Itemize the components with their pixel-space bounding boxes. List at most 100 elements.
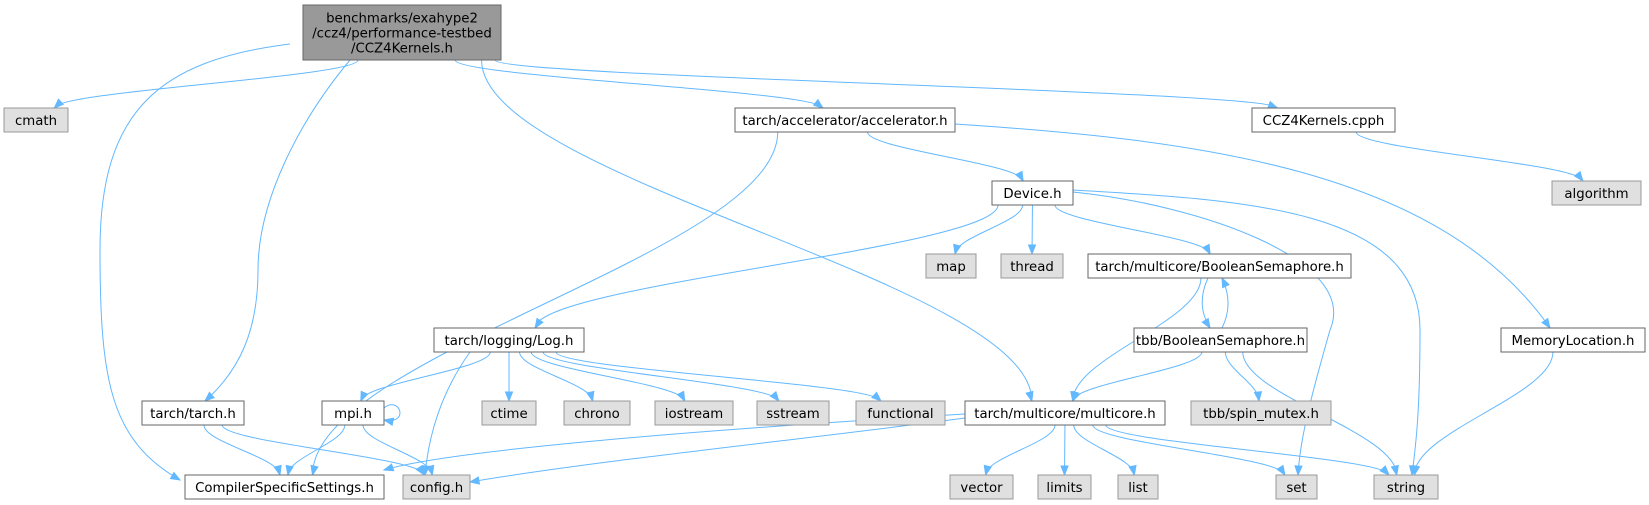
node-accelerator[interactable]: tarch/accelerator/accelerator.h [734,107,956,133]
node-label: tarch/multicore/BooleanSemaphore.h [1095,260,1344,275]
node-config: config.h [402,474,471,500]
edge-root-to-cmath [53,59,359,109]
node-label: map [936,260,966,275]
node-label: mpi.h [334,407,372,422]
node-chrono: chrono [563,400,631,426]
node-box [433,327,585,353]
node-box [481,400,537,426]
node-string: string [1373,474,1439,500]
edge-root-to-multicore [481,59,1034,403]
node-tarch[interactable]: tarch/tarch.h [141,400,245,426]
edge-line [221,424,425,476]
node-algorithm: algorithm [1551,180,1642,206]
node-list: list [1117,474,1159,500]
node-sstream: sstream [756,400,830,426]
node-label: cmath [15,114,57,129]
edge-arrowhead [426,464,435,477]
edge-memloc-to-string [1411,351,1554,477]
node-spinmutex: tbb/spin_mutex.h [1190,400,1332,426]
edge-line [424,351,471,476]
node-box [1551,180,1642,206]
edge-line [1224,351,1260,402]
edge-accelerator-to-device [867,131,1024,183]
edge-line [494,59,1278,109]
edge-arrowhead [1201,243,1211,256]
edge-device-to-map [953,204,1024,256]
edge-tbbbool-to-spinmutex [1224,351,1263,403]
node-box [1133,327,1308,353]
node-compiler[interactable]: CompilerSpecificSettings.h [184,474,385,500]
edge-line [481,59,1033,402]
node-label: benchmarks/exahype2 [326,12,478,27]
edge-line [1413,351,1554,476]
node-box [1000,253,1064,279]
node-box [563,400,631,426]
edge-arrowhead [871,391,882,402]
node-cpph[interactable]: CCZ4Kernels.cpph [1251,107,1396,133]
edge-arrowhead [1276,464,1286,477]
edge-line [204,59,351,402]
node-label: CompilerSpecificSettings.h [195,481,374,496]
node-box [964,400,1166,426]
edge-arrowhead [1411,464,1421,477]
node-tbbbool[interactable]: tbb/BooleanSemaphore.h [1133,327,1308,353]
edge-line [985,424,1056,476]
edge-arrowhead [769,390,780,403]
edge-line [542,351,780,402]
node-box [1087,253,1352,279]
edge-line [954,204,1024,255]
edge-arrowhead [676,390,686,403]
edge-line [1072,351,1203,402]
node-set: set [1275,474,1318,500]
edge-arrowhead [415,464,426,477]
edge-log-to-mpi [360,351,491,403]
edge-arrowhead [1221,276,1230,289]
node-box [1117,474,1159,500]
edge-arrowhead [1027,244,1037,256]
edges-layer [53,43,1584,485]
node-device[interactable]: Device.h [991,180,1074,206]
node-label: ctime [490,407,527,422]
node-log[interactable]: tarch/logging/Log.h [433,327,585,353]
node-box [1373,474,1439,500]
edge-line [99,43,291,481]
edge-line [53,59,359,109]
edge-line [1072,189,1421,476]
node-label: sstream [766,407,820,422]
edge-log-to-sstream [542,351,780,403]
edge-arrowhead [1253,391,1263,403]
edge-arrowhead [382,463,395,472]
edge-tarch-to-config [221,424,426,477]
edge-mpi-to-mpi [382,404,401,426]
edge-tbbbool-to-boolsem [1221,276,1230,329]
node-box [184,474,385,500]
node-boolsem[interactable]: tarch/multicore/BooleanSemaphore.h [1087,253,1352,279]
edge-multicore-to-limits [1060,424,1069,477]
edge-line [1092,424,1286,476]
node-label: string [1387,481,1425,496]
node-label: thread [1010,260,1054,275]
node-box [734,107,956,133]
edge-arrowhead [1573,170,1584,183]
edge-root-to-cpph [494,59,1279,109]
edge-mpi-to-config [362,424,435,477]
edge-accelerator-to-memloc [954,123,1551,330]
node-label: tarch/accelerator/accelerator.h [742,114,947,129]
edge-line [360,351,491,402]
node-multicore[interactable]: tarch/multicore/multicore.h [964,400,1166,426]
edge-log-to-iostream [530,351,686,403]
edge-arrowhead [53,98,65,109]
edge-root-to-compiler [99,43,291,481]
node-thread: thread [1000,253,1064,279]
node-root[interactable]: benchmarks/exahype2/ccz4/performance-tes… [302,4,502,61]
node-box [756,400,830,426]
edge-arrowhead [1128,464,1137,477]
node-label: tarch/tarch.h [150,407,236,422]
node-mpi[interactable]: mpi.h [321,400,385,426]
edge-multicore-to-config [468,417,966,485]
node-map: map [925,253,977,279]
node-memloc[interactable]: MemoryLocation.h [1500,327,1646,353]
node-label: limits [1046,481,1082,496]
node-label: list [1128,481,1148,496]
